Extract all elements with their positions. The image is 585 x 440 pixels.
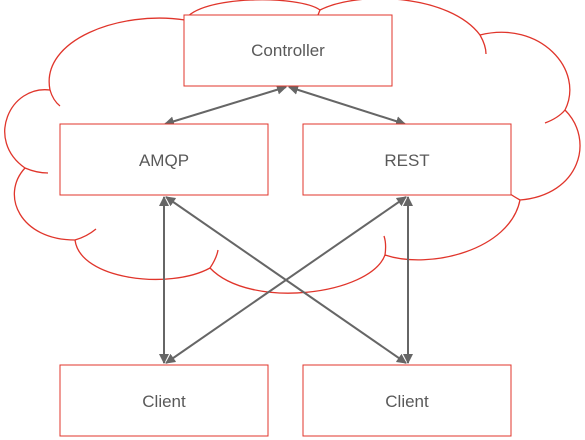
arrow-amqp-controller xyxy=(164,84,287,127)
arrow-rest-controller xyxy=(288,84,406,127)
node-amqp: AMQP xyxy=(59,123,269,196)
node-client-left-label: Client xyxy=(142,392,186,411)
node-rest: REST xyxy=(302,123,512,196)
node-client-left: Client xyxy=(59,364,269,437)
node-client-right-label: Client xyxy=(385,392,429,411)
node-client-right: Client xyxy=(302,364,512,437)
node-controller-label: Controller xyxy=(251,41,325,60)
node-amqp-label: AMQP xyxy=(139,151,189,170)
node-controller: Controller xyxy=(183,14,393,87)
node-rest-label: REST xyxy=(384,151,429,170)
arrow-rest-client-left xyxy=(165,196,407,364)
connection-arrows xyxy=(159,84,413,364)
